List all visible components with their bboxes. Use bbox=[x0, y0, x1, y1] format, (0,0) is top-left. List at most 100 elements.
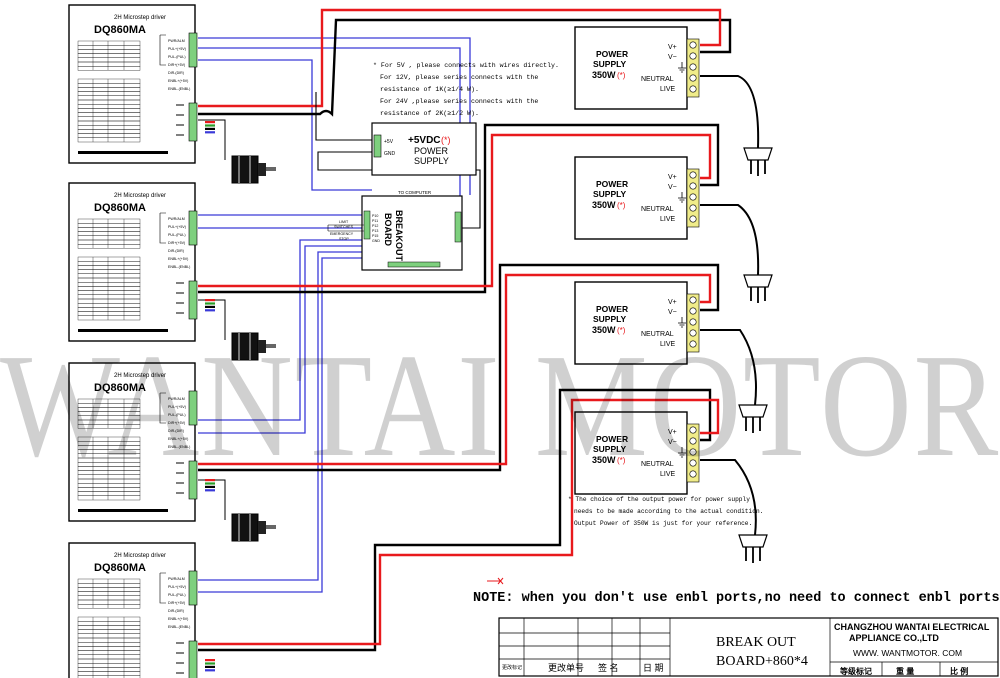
psu-mark: (*) bbox=[617, 456, 626, 465]
power-note-line: needs to be made according to the actual… bbox=[574, 508, 763, 515]
psu-line3: 350W bbox=[592, 325, 616, 335]
power-terminal bbox=[188, 280, 198, 320]
mains-plug-icon bbox=[743, 147, 773, 176]
signal-wire bbox=[198, 257, 372, 593]
stepper-motor bbox=[231, 155, 276, 184]
driver-pin-label: DIR+(+5V) bbox=[168, 241, 185, 245]
company-line-1: CHANGZHOU WANTAI ELECTRICAL bbox=[834, 622, 990, 632]
psu-line3: 350W bbox=[592, 455, 616, 465]
title-block-right bbox=[829, 618, 998, 676]
motor-lead bbox=[205, 479, 215, 482]
psu-wire-black bbox=[198, 123, 720, 294]
plug-body bbox=[738, 404, 768, 418]
psu-terminal-label: LIVE bbox=[660, 86, 676, 93]
breakout-title-1: BREAKOUT bbox=[394, 210, 404, 262]
motor-shaft bbox=[266, 167, 276, 171]
psu-wire-black bbox=[198, 18, 732, 117]
power-pin-symbols bbox=[176, 462, 184, 494]
microstep-table bbox=[77, 436, 141, 501]
pin-label: P15 bbox=[372, 234, 378, 238]
motor-lead bbox=[205, 482, 215, 485]
driver-model: DQ860MA bbox=[94, 202, 146, 214]
terminal-screw bbox=[689, 307, 697, 315]
title-block-cols bbox=[523, 618, 671, 676]
psu-wire-red bbox=[198, 398, 720, 646]
driver-header: 2H Microstep driver bbox=[114, 373, 166, 379]
table-grid bbox=[92, 219, 125, 248]
voltage-note-line: resistance of 2K(≥1/2 W). bbox=[380, 110, 479, 117]
driver-pin-label: PUL-(PUL) bbox=[168, 413, 186, 417]
psu-line3: 350W bbox=[592, 70, 616, 80]
motor-lead bbox=[205, 485, 215, 488]
terminal-block bbox=[373, 134, 382, 158]
motor-lead bbox=[205, 127, 215, 130]
pin-bracket bbox=[159, 392, 166, 424]
pin-label: P11 bbox=[372, 219, 378, 223]
terminal-screw bbox=[689, 52, 697, 60]
ground-icon bbox=[678, 447, 686, 458]
psu-line1: POWER bbox=[596, 434, 628, 444]
mains-plug-icon bbox=[738, 404, 768, 433]
terminal-screw bbox=[689, 329, 697, 337]
motor-body bbox=[231, 155, 259, 184]
terminal-screw bbox=[689, 204, 697, 212]
plug-pins bbox=[745, 547, 761, 563]
motor-band bbox=[249, 514, 251, 541]
driver-header: 2H Microstep driver bbox=[114, 15, 166, 21]
pin-bracket bbox=[159, 34, 166, 66]
driver-pin-label: PUL-(PUL) bbox=[168, 55, 186, 59]
five-volt-power-supply: +5V GND +5VDC (*) POWER SUPPLY bbox=[371, 122, 477, 176]
psu-line1: POWER bbox=[596, 179, 628, 189]
signal-wire bbox=[198, 239, 372, 421]
five-volt-psu-body bbox=[371, 122, 477, 176]
motor-lead bbox=[205, 305, 215, 308]
motor-band bbox=[249, 156, 251, 183]
driver-body bbox=[68, 542, 196, 678]
voltage-note-line: resistance of 1K(≥1/4 W). bbox=[380, 86, 479, 93]
motor-shaft bbox=[266, 525, 276, 529]
power-note-line: Output Power of 350W is just for your re… bbox=[574, 520, 752, 527]
company-website: WWW. WANTMOTOR. COM bbox=[853, 648, 962, 658]
col-change-mark: 更改标记 bbox=[502, 664, 522, 671]
breakout-board: TO COMPUTER BREAKOUT BOARD P10 P11 P12 P… bbox=[327, 190, 463, 271]
terminal-screw bbox=[689, 426, 697, 434]
psu-body bbox=[574, 281, 688, 365]
plug-pins bbox=[750, 160, 766, 176]
driver-model: DQ860MA bbox=[94, 24, 146, 36]
terminal-screw bbox=[689, 340, 697, 348]
signal-wire bbox=[198, 59, 372, 191]
title-block bbox=[498, 617, 999, 677]
main-note: NOTE: when you don't use enbl ports,no n… bbox=[473, 591, 1000, 606]
power-terminal bbox=[188, 460, 198, 500]
driver-model: DQ860MA bbox=[94, 382, 146, 394]
psu-line1: POWER bbox=[596, 304, 628, 314]
five-volt-psu-line3: SUPPLY bbox=[414, 156, 449, 166]
plug-pins bbox=[745, 417, 761, 433]
motor-body bbox=[231, 513, 259, 542]
table-cell bbox=[77, 66, 141, 71]
drivers: 2H Microstep driverDQ860MAPWR/ALMPUL+(+5… bbox=[68, 4, 215, 678]
psu-terminal-label: LIVE bbox=[660, 216, 676, 223]
terminal-screw bbox=[689, 215, 697, 223]
driver-footer-text bbox=[78, 151, 168, 154]
motor-shaft bbox=[266, 344, 276, 348]
psu-wire-red bbox=[198, 273, 712, 466]
psu-terminal-label: V− bbox=[668, 439, 677, 446]
motor-flange bbox=[258, 163, 266, 176]
psu-line3: 350W bbox=[592, 200, 616, 210]
driver-pin-label: PWR/ALM bbox=[168, 397, 185, 401]
psu-wire-black bbox=[198, 263, 720, 472]
ground-icon bbox=[678, 192, 686, 203]
voltage-note-line: For 12V, please series connects with the bbox=[380, 74, 538, 81]
power-note-line: * The choice of the output power for pow… bbox=[568, 496, 750, 503]
psu-terminal-label: V+ bbox=[668, 44, 677, 51]
driver-body bbox=[68, 182, 196, 342]
weight-label: 重 量 bbox=[896, 666, 914, 676]
psu-terminal-label: NEUTRAL bbox=[641, 76, 674, 83]
mains-cable bbox=[700, 459, 757, 536]
driver-pin-label: PWR/ALM bbox=[168, 39, 185, 43]
col-signature: 签 名 bbox=[598, 662, 619, 673]
current-table bbox=[77, 218, 141, 249]
